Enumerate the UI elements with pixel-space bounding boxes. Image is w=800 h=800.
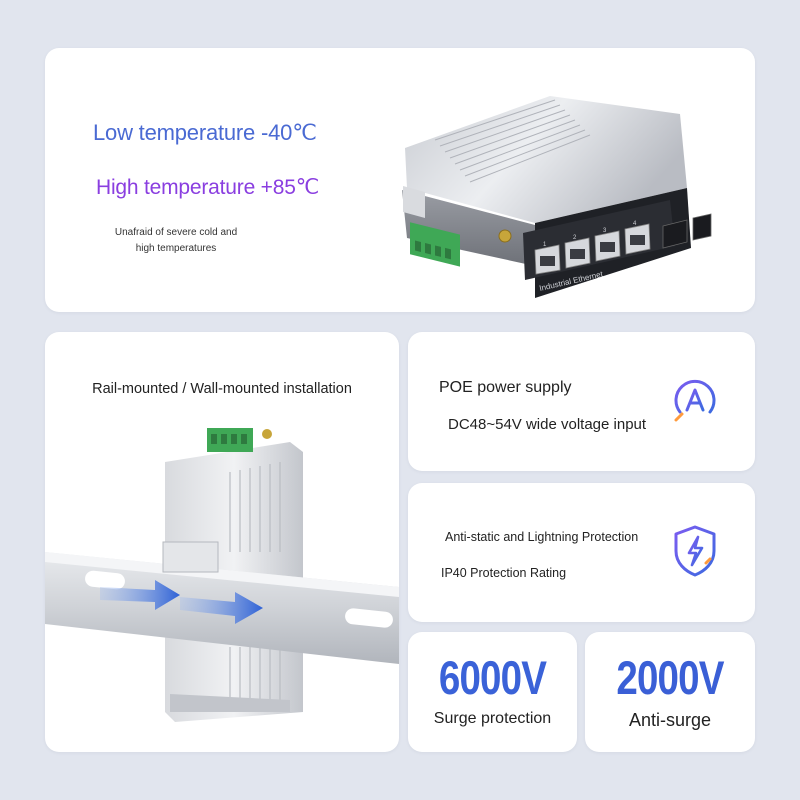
port-number-3: 3 <box>603 228 607 234</box>
antisurge-card: 2000V Anti-surge <box>585 632 755 752</box>
port-number-4: 4 <box>633 221 637 227</box>
port-number-2: 2 <box>573 235 577 241</box>
temperature-note-line2: high temperatures <box>135 243 217 254</box>
poe-title: POE power supply <box>439 379 572 396</box>
power-a-icon <box>670 376 720 426</box>
temperature-note: Unafraid of severe cold and high tempera… <box>111 225 241 257</box>
mounting-card: Rail-mounted / Wall-mounted installation <box>45 332 399 752</box>
lightning-shield-icon <box>670 523 720 579</box>
mounting-title: Rail-mounted / Wall-mounted installation <box>92 381 352 397</box>
ethernet-switch-image: Industrial Ethernet 1 2 3 4 <box>402 96 712 298</box>
antisurge-value: 2000V <box>616 651 724 704</box>
surge-caption: Surge protection <box>433 710 552 727</box>
poe-subtitle: DC48~54V wide voltage input <box>448 416 647 433</box>
surge-value: 6000V <box>438 651 547 704</box>
temperature-card: Low temperature -40℃ High temperature +8… <box>45 48 755 312</box>
ip40-rating-label: IP40 Protection Rating <box>441 566 567 580</box>
antisurge-caption: Anti-surge <box>628 710 712 730</box>
din-rail-mount-image <box>45 428 399 722</box>
temperature-note-line1: Unafraid of severe cold and <box>114 227 238 238</box>
high-temperature-label: High temperature +85℃ <box>96 176 320 199</box>
low-temperature-label: Low temperature -40℃ <box>93 120 317 145</box>
port-number-1: 1 <box>543 242 547 248</box>
poe-card: POE power supply DC48~54V wide voltage i… <box>408 332 755 471</box>
protection-card: Anti-static and Lightning Protection IP4… <box>408 483 755 622</box>
surge-card: 6000V Surge protection <box>408 632 577 752</box>
lightning-protection-label: Anti-static and Lightning Protection <box>445 530 639 544</box>
